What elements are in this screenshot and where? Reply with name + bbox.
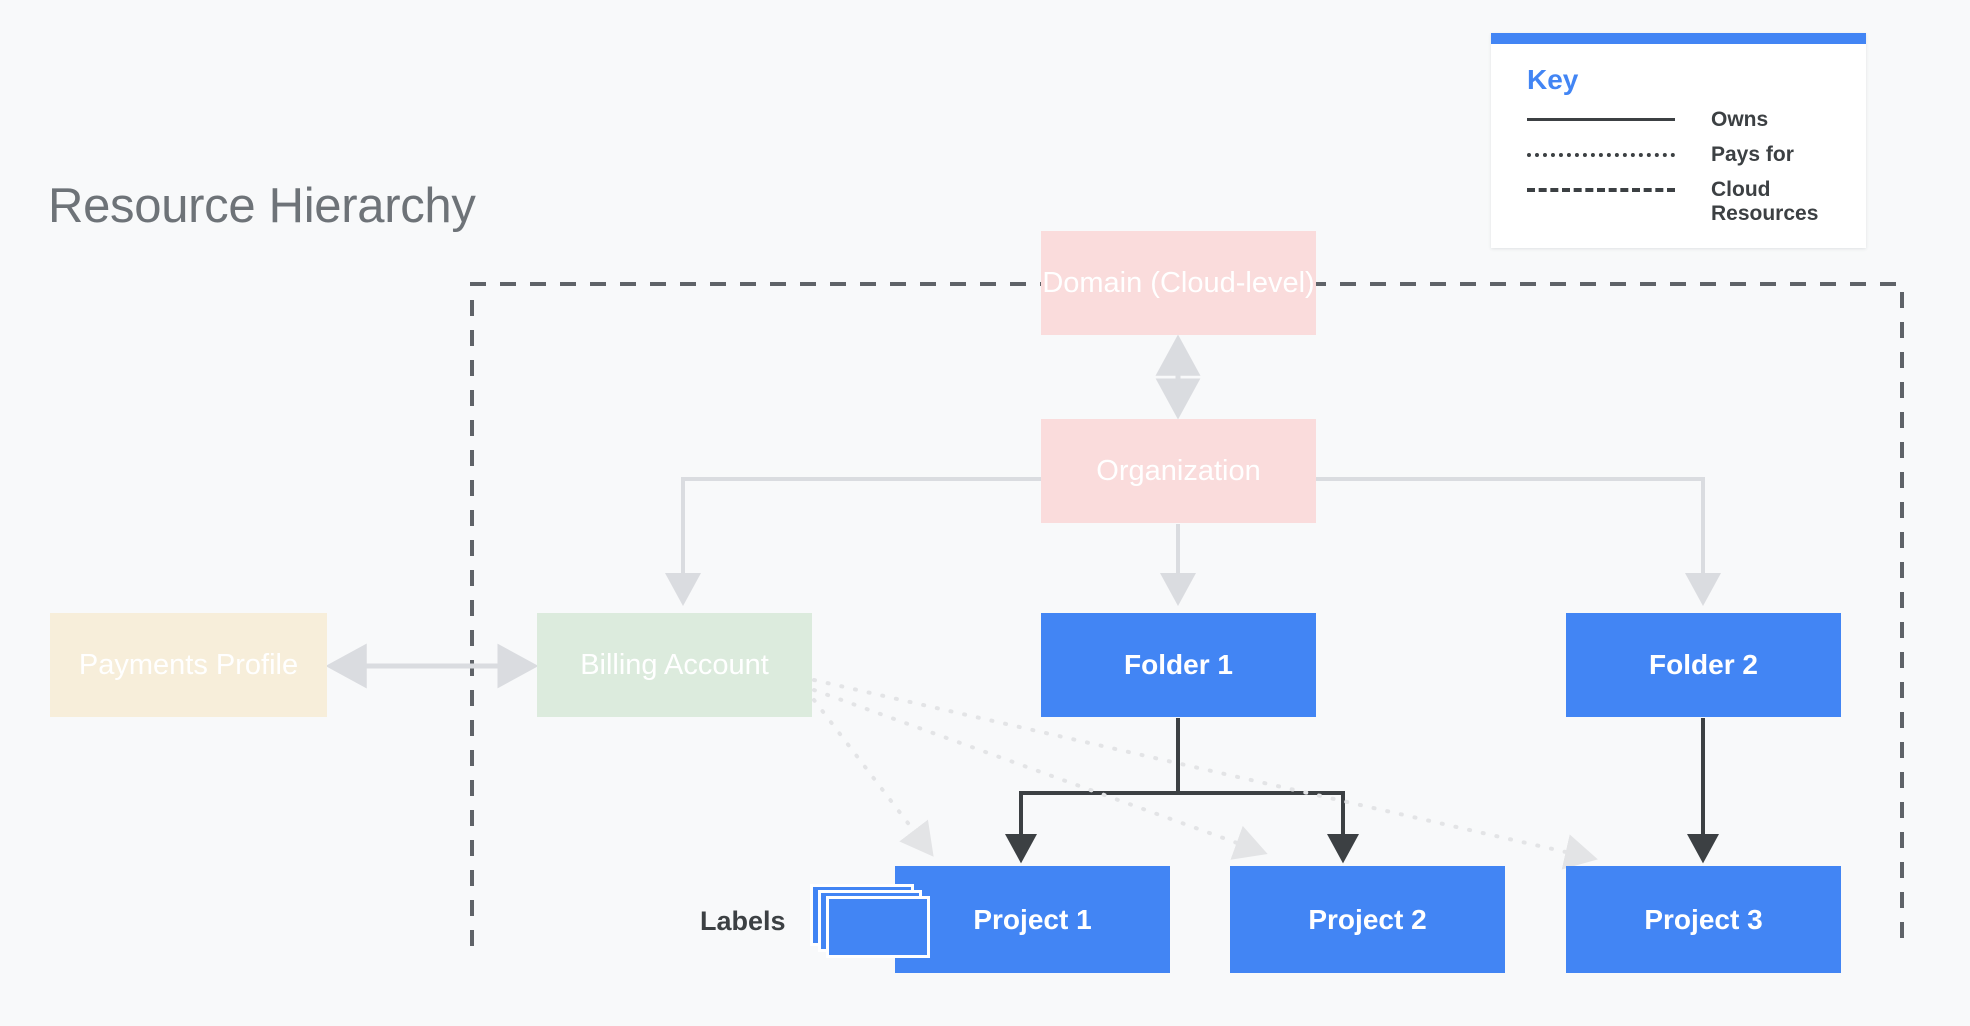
- edge-folder1-project1: [1005, 718, 1180, 864]
- key-body: Key Owns Pays for Cloud Resources: [1491, 44, 1866, 248]
- labels-text: Labels: [700, 905, 786, 936]
- node-organization[interactable]: Organization: [1041, 419, 1316, 523]
- labels-group: Labels: [700, 884, 940, 958]
- node-folder-2-label: Folder 2: [1649, 649, 1758, 681]
- node-domain-label: Domain (Cloud-level): [1042, 266, 1315, 299]
- key-label-cloud-resources: Cloud Resources: [1711, 178, 1819, 225]
- edge-folder1-project2: [1178, 791, 1359, 864]
- key-label-pays-for: Pays for: [1711, 143, 1794, 166]
- node-payments-profile-label: Payments Profile: [78, 648, 299, 681]
- node-billing-account-label: Billing Account: [580, 648, 769, 681]
- node-folder-2[interactable]: Folder 2: [1566, 613, 1841, 717]
- key-legend-card: Key Owns Pays for Cloud Resources: [1491, 33, 1866, 249]
- key-sample-dashed-line-icon: [1527, 178, 1675, 200]
- node-domain[interactable]: Domain (Cloud-level): [1041, 231, 1316, 335]
- key-row-cloud-resources: Cloud Resources: [1527, 178, 1866, 225]
- edge-organization-folder2: [1316, 477, 1721, 606]
- edge-organization-billing: [665, 477, 1041, 606]
- node-payments-profile[interactable]: Payments Profile: [50, 613, 327, 717]
- node-folder-1-label: Folder 1: [1124, 649, 1233, 681]
- stacked-card-front: [825, 896, 930, 958]
- key-row-pays-for: Pays for: [1527, 143, 1866, 169]
- node-project-2[interactable]: Project 2: [1230, 866, 1505, 973]
- page-title: Resource Hierarchy: [48, 179, 476, 233]
- node-project-2-label: Project 2: [1308, 903, 1427, 935]
- key-accent-bar: [1491, 33, 1866, 44]
- key-row-owns: Owns: [1527, 108, 1866, 134]
- key-sample-solid-line-icon: [1527, 108, 1675, 130]
- node-project-1[interactable]: Project 1: [895, 866, 1170, 973]
- key-label-owns: Owns: [1711, 108, 1769, 131]
- key-sample-dotted-line-icon: [1527, 143, 1675, 165]
- edge-billing-pays-project1: [812, 698, 934, 857]
- node-project-1-label: Project 1: [973, 903, 1092, 935]
- node-project-3[interactable]: Project 3: [1566, 866, 1841, 973]
- node-organization-label: Organization: [1096, 454, 1261, 487]
- key-title: Key: [1527, 64, 1579, 95]
- node-folder-1[interactable]: Folder 1: [1041, 613, 1316, 717]
- stacked-cards-icon: [809, 884, 940, 958]
- node-project-3-label: Project 3: [1644, 903, 1763, 935]
- node-billing-account[interactable]: Billing Account: [537, 613, 812, 717]
